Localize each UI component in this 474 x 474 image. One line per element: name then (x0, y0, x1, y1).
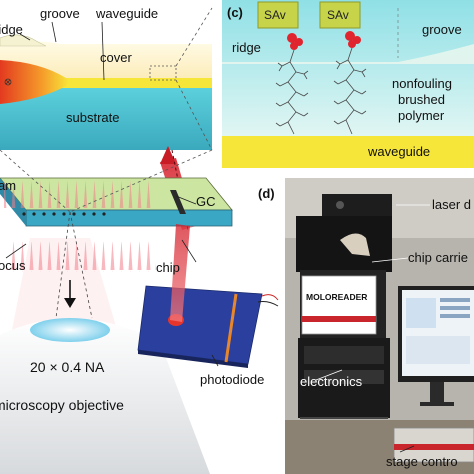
label-polymer-3: polymer (398, 108, 445, 123)
label-brand: MOLOREADER (306, 292, 367, 302)
label-gc: GC (196, 194, 216, 209)
label-focus: ocus (0, 258, 26, 273)
label-polymer-2: brushed (398, 92, 445, 107)
label-groove-c: groove (422, 22, 462, 37)
panel-b: am GC chip ocus 20 × 0.4 NA microscopy o… (0, 146, 279, 474)
biotin-1-icon (287, 33, 303, 50)
photodiode (137, 285, 263, 365)
chip-front (25, 209, 233, 227)
label-stage-control: stage contro (386, 454, 458, 469)
ridge-shape (0, 34, 47, 47)
emission-spikes (6, 242, 156, 272)
panel-c: SAv SAv (c) ridge groove nonfouling brus… (222, 0, 474, 168)
grating-coupler (170, 190, 186, 214)
label-substrate: substrate (66, 110, 119, 125)
label-objective-na: 20 × 0.4 NA (30, 359, 105, 375)
polymer-chain-1-icon (275, 49, 309, 135)
waveguide-band-c (222, 136, 474, 168)
detail-box (149, 65, 177, 81)
label-polymer-1: nonfouling (392, 76, 452, 91)
panel-label-c: (c) (227, 5, 243, 20)
guided-beam (0, 60, 69, 104)
polymer-chain-2-icon (333, 47, 367, 135)
sensor-dots (22, 212, 106, 216)
substrate-layer (0, 88, 212, 150)
sav-box-1 (257, 1, 299, 29)
objective-body (0, 318, 210, 474)
label-electronics: electronics (300, 374, 363, 389)
label-sav-1: SAv (264, 8, 286, 22)
label-chip-carrier: chip carrie (408, 250, 468, 265)
focus-arrow-icon (64, 298, 76, 308)
laser-box (322, 194, 392, 216)
label-cover: cover (100, 50, 132, 65)
sav-box-2 (319, 1, 361, 29)
panel-a: ridge groove waveguide cover substrate (0, 0, 213, 151)
panel-d: MOLOREADER (d) laser d chip carrie elect… (258, 178, 474, 474)
label-beam: am (0, 178, 16, 193)
label-groove: groove (40, 6, 80, 21)
brand-panel (301, 275, 377, 335)
label-waveguide-c: waveguide (367, 144, 430, 159)
biotin-2-icon (345, 31, 361, 48)
label-photodiode: photodiode (200, 372, 264, 387)
panel-label-d: (d) (258, 186, 275, 201)
label-ridge: ridge (0, 22, 23, 37)
waveguide-band (0, 78, 212, 88)
label-ridge-c: ridge (232, 40, 261, 55)
label-sav-2: SAv (327, 8, 349, 22)
objective-lens (30, 318, 110, 342)
label-waveguide: waveguide (95, 6, 158, 21)
label-laser: laser d (432, 197, 471, 212)
label-objective: microscopy objective (0, 397, 124, 413)
label-chip: chip (156, 260, 180, 275)
field-marker-icon (4, 78, 12, 86)
beam-arrow-icon (160, 146, 176, 164)
